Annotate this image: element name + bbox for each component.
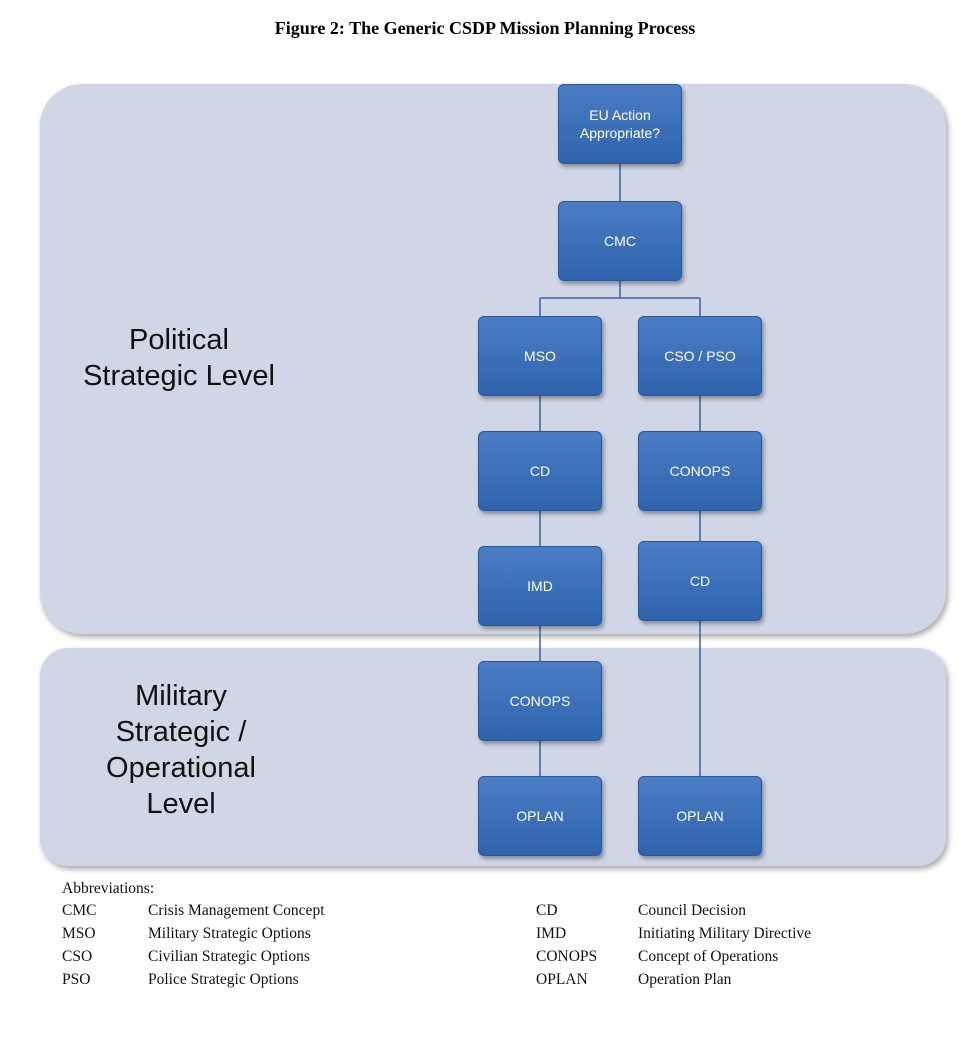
- node-cd-right: CD: [638, 541, 762, 621]
- node-line: Appropriate?: [579, 125, 661, 141]
- node-oplan-left: OPLAN: [478, 776, 602, 856]
- military-label-line: Level: [146, 788, 216, 820]
- node-conops-right: CONOPS: [638, 431, 762, 511]
- node-eu-action-appropriate: EU Action Appropriate?: [558, 84, 682, 164]
- political-label-line: Political: [129, 324, 229, 356]
- node-line: EU Action: [589, 107, 651, 123]
- military-label-line: Military: [135, 680, 227, 712]
- node-cmc: CMC: [558, 201, 682, 281]
- node-mso: MSO: [478, 316, 602, 396]
- node-cso-pso: CSO / PSO: [638, 316, 762, 396]
- political-strategic-label: Political Strategic Level: [54, 322, 304, 394]
- node-imd: IMD: [478, 546, 602, 626]
- node-conops-left: CONOPS: [478, 661, 602, 741]
- military-label-line: Operational: [106, 752, 256, 784]
- node-oplan-right: OPLAN: [638, 776, 762, 856]
- military-operational-label: Military Strategic / Operational Level: [76, 678, 286, 822]
- military-label-line: Strategic /: [115, 716, 247, 748]
- figure-title: Figure 2: The Generic CSDP Mission Plann…: [274, 18, 696, 38]
- political-label-line: Strategic Level: [83, 360, 275, 392]
- node-cd-left: CD: [478, 431, 602, 511]
